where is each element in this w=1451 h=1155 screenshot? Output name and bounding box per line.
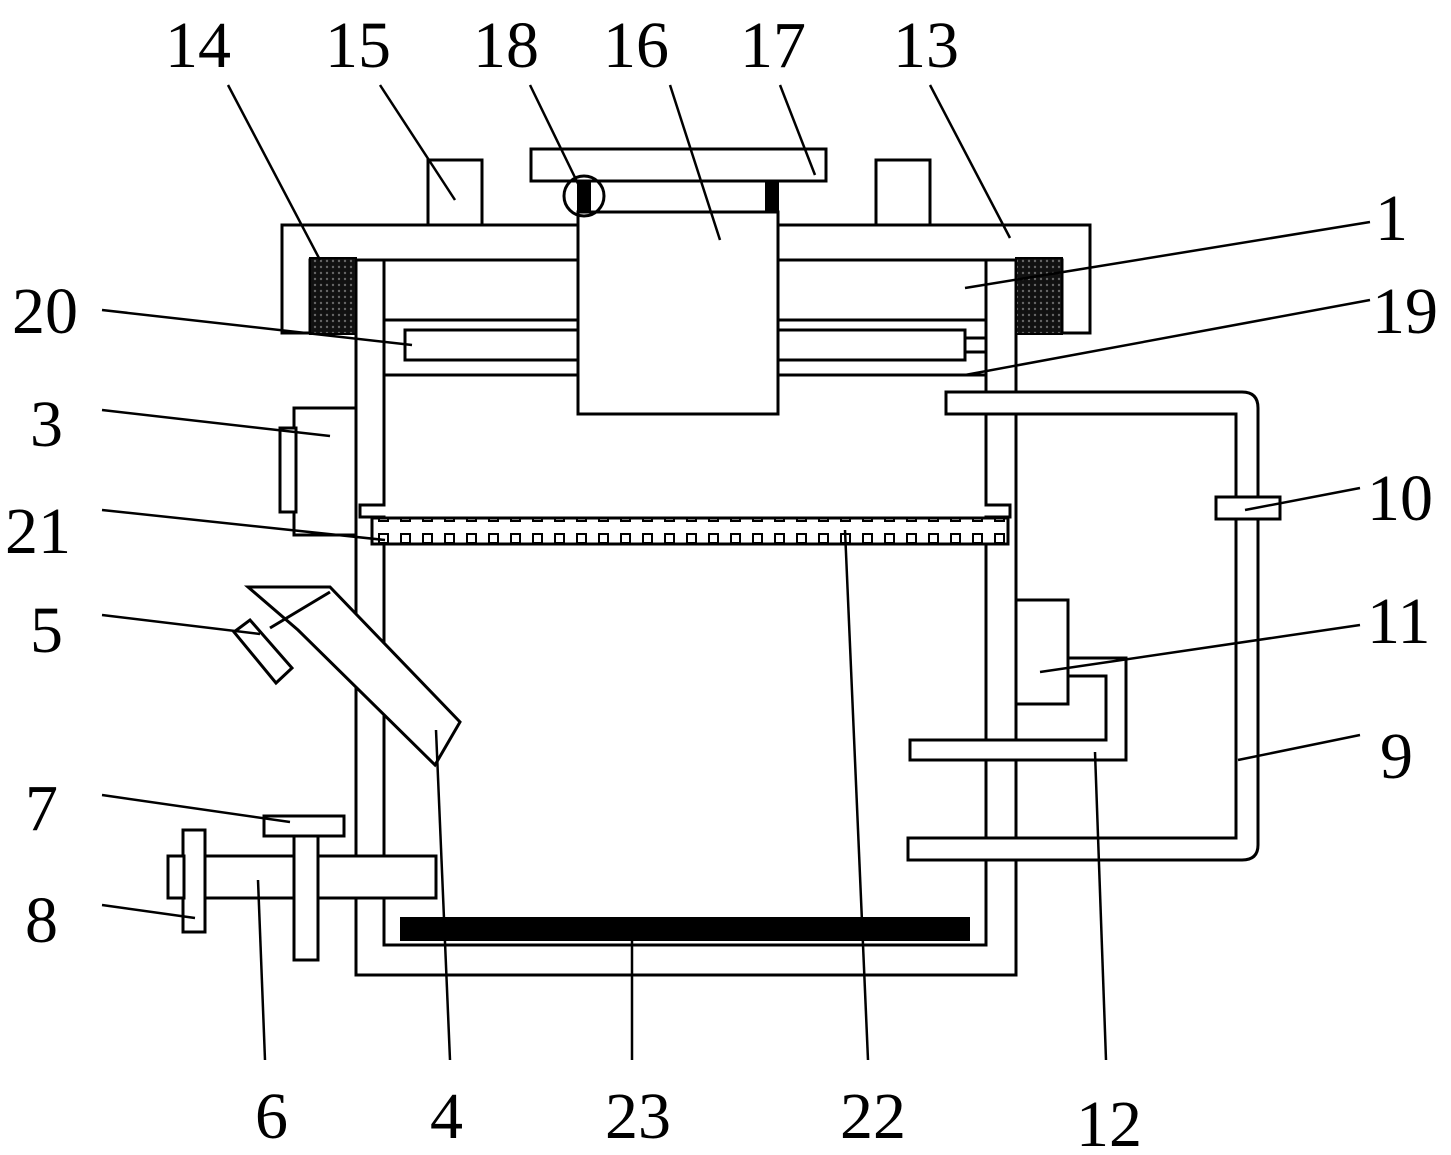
label-6: 6 (255, 1080, 288, 1153)
label-16: 16 (603, 9, 669, 82)
label-5: 5 (30, 594, 63, 667)
hopper-cap (231, 617, 295, 686)
seal-right (1015, 257, 1063, 335)
motor (576, 210, 780, 416)
pump (1014, 598, 1070, 706)
label-13: 13 (893, 9, 959, 82)
flow-meter (1214, 495, 1282, 521)
label-23: 23 (605, 1080, 671, 1153)
side-box-cover (278, 426, 298, 514)
bolt-ring (562, 174, 606, 218)
label-8: 8 (25, 884, 58, 957)
leader-lines (101, 84, 1371, 1061)
label-15: 15 (325, 9, 391, 82)
handle-right (874, 158, 932, 227)
handle-left (426, 158, 484, 227)
label-12: 12 (1076, 1088, 1142, 1155)
circulation-pipe (906, 390, 1260, 862)
seal-left (309, 257, 357, 335)
flange-inner (166, 854, 186, 900)
feed-hopper (243, 585, 462, 768)
label-3: 3 (30, 388, 63, 461)
label-4: 4 (430, 1080, 463, 1153)
label-11: 11 (1367, 585, 1431, 658)
bottom-plate (400, 917, 970, 941)
label-7: 7 (25, 772, 58, 845)
label-17: 17 (740, 9, 806, 82)
label-14: 14 (165, 9, 231, 82)
label-22: 22 (840, 1080, 906, 1153)
valve-stem (292, 834, 320, 962)
pump-pipe (908, 656, 1128, 762)
label-20: 20 (12, 275, 78, 348)
support-plate (529, 147, 828, 183)
label-21: 21 (5, 495, 71, 568)
label-18: 18 (473, 9, 539, 82)
label-9: 9 (1380, 720, 1413, 793)
label-1: 1 (1375, 182, 1408, 255)
callout-labels: 14 15 18 16 17 13 1 19 20 3 21 10 5 11 9… (5, 9, 1438, 1155)
support-post-right (765, 180, 779, 213)
label-10: 10 (1367, 462, 1433, 535)
label-19: 19 (1372, 275, 1438, 348)
filter-screen (370, 516, 1010, 546)
side-box (292, 406, 358, 537)
